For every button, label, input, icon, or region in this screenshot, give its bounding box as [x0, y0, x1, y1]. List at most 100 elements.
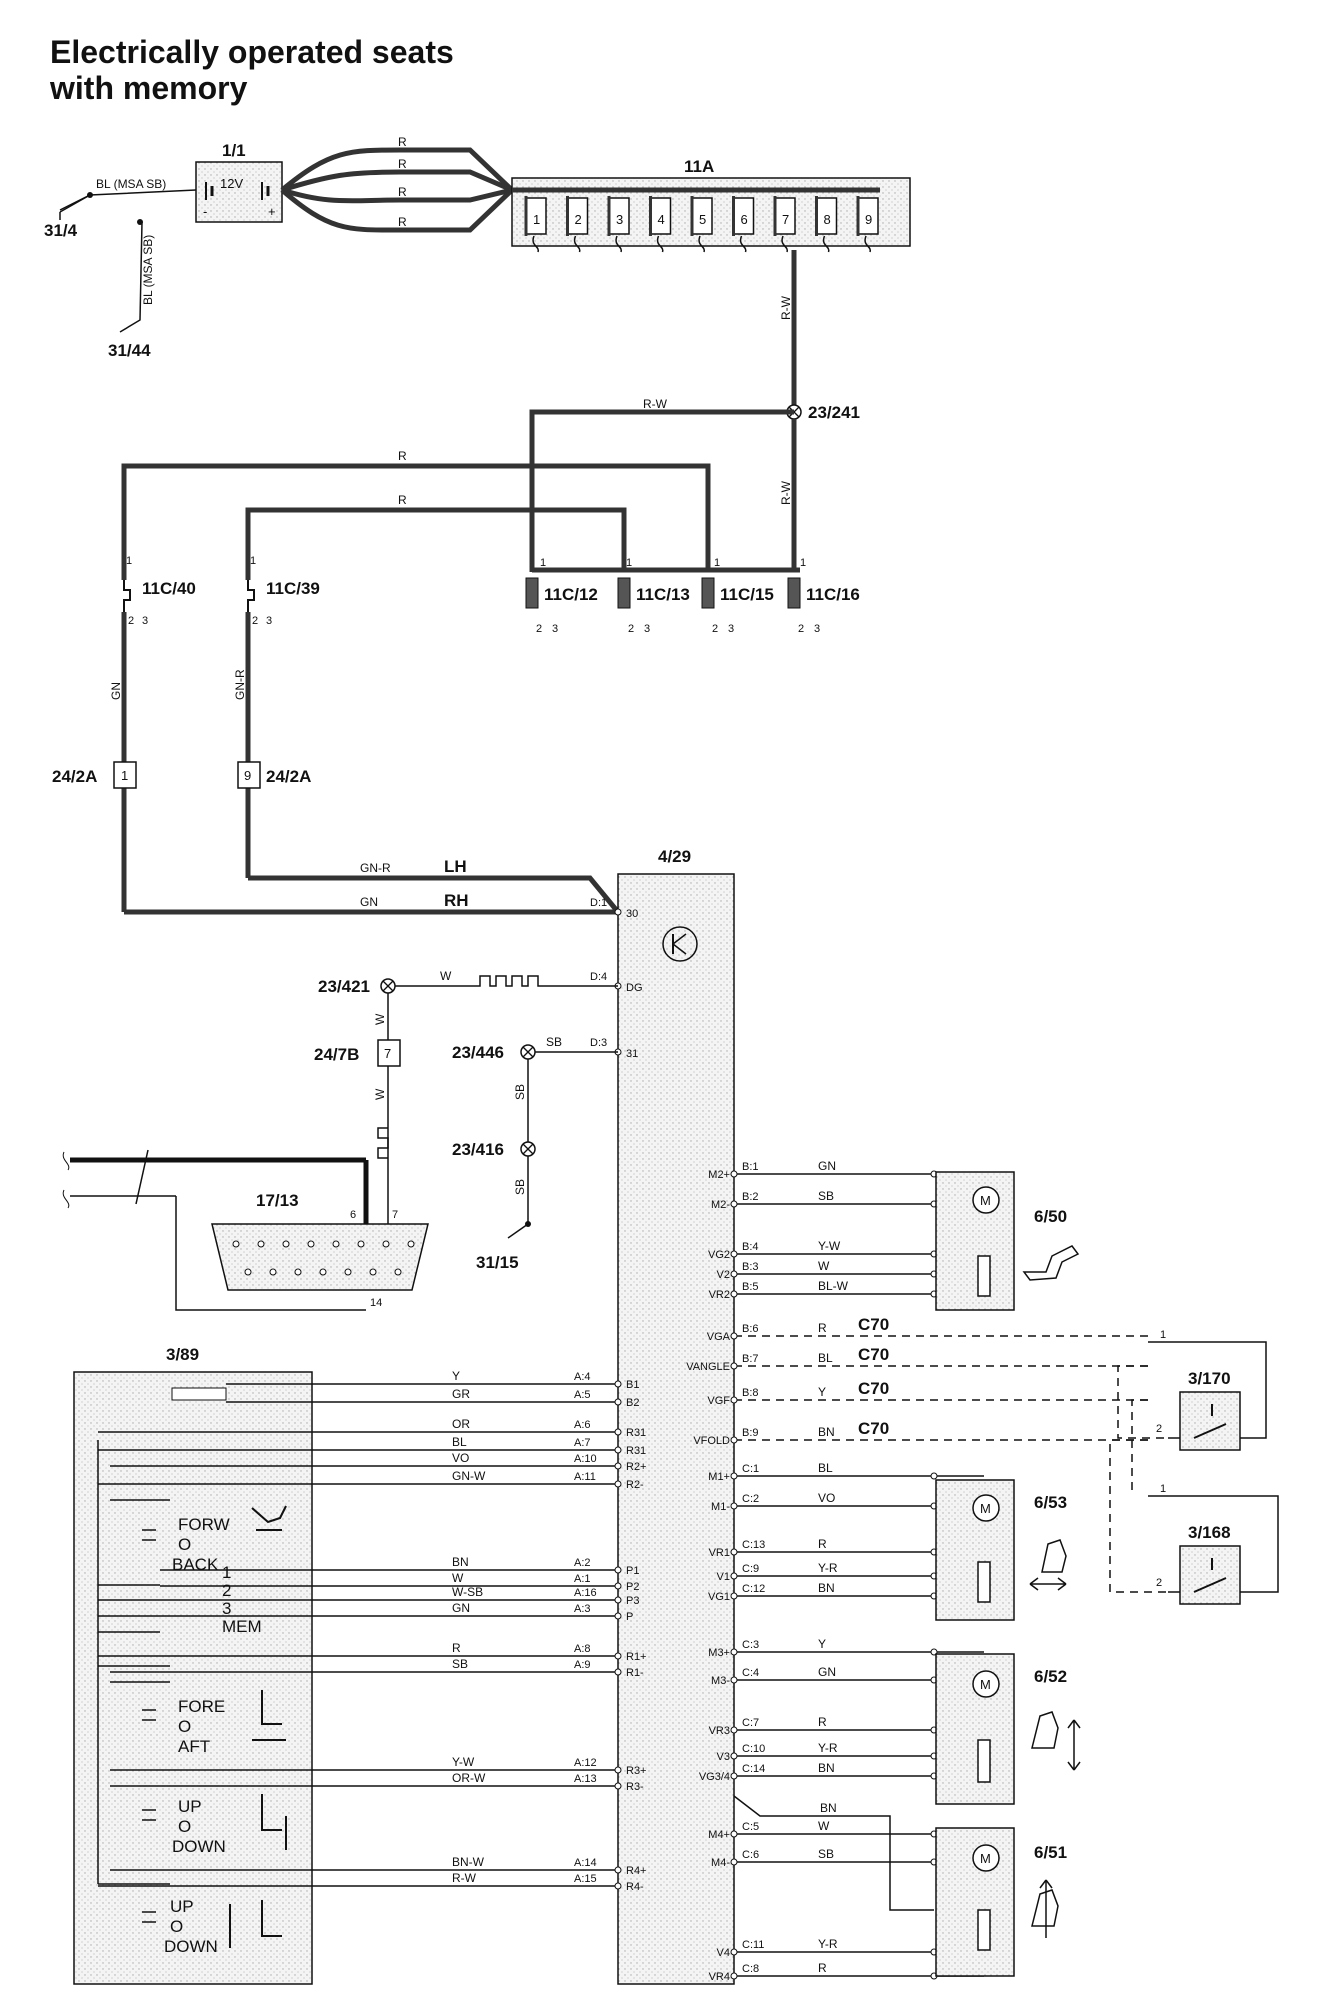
wire-color: W — [818, 1259, 830, 1273]
wire-color: Y-W — [818, 1239, 841, 1253]
diag-socket-pin — [344, 1268, 352, 1276]
diag-socket-pin — [232, 1240, 240, 1248]
module-pin-id: A:9 — [574, 1659, 591, 1671]
diag-pin-7: 7 — [392, 1209, 398, 1221]
module-pin-id: A:13 — [574, 1773, 597, 1785]
wire-color: R — [818, 1537, 827, 1551]
switch-up-down-2[interactable]: UP O DOWN — [164, 1897, 282, 1956]
diag-socket-pin — [407, 1240, 415, 1248]
mem-label: MEM — [222, 1617, 262, 1636]
wire-rw-1: R-W — [779, 295, 793, 320]
module-pin-name: R1- — [626, 1667, 644, 1679]
pin-num: 1 — [714, 557, 720, 569]
wire-color: BL — [818, 1461, 833, 1475]
motor-6-53-label: 6/53 — [1034, 1493, 1067, 1512]
connector-c70: C70 — [858, 1315, 889, 1334]
wire-color: BN — [818, 1581, 835, 1595]
motor-6-52: M 6/52 — [935, 1653, 1081, 1805]
wire-w-1: W — [440, 969, 452, 983]
memory-buttons[interactable]: 1 2 3 MEM — [222, 1563, 262, 1636]
fuse-11c-12-label: 11C/12 — [544, 585, 598, 604]
module-pin-id: A:6 — [574, 1419, 591, 1431]
switch-panel-3-89: 3/89 — [73, 1345, 313, 1985]
fuse-number: 5 — [699, 212, 706, 227]
module-pin-name: R3+ — [626, 1765, 647, 1777]
module-pin-name: M3- — [711, 1675, 730, 1687]
switch-o-label: O — [178, 1817, 191, 1836]
wire-color: VO — [452, 1451, 469, 1465]
module-pin-name: R31 — [626, 1427, 646, 1439]
module-pin-id: C:10 — [742, 1743, 765, 1755]
wire-color: BN — [820, 1801, 837, 1815]
module-pin-id: B:7 — [742, 1353, 759, 1365]
sensor-3-170: 3/170 — [1179, 1369, 1241, 1451]
module-pin-name: V4 — [717, 1947, 730, 1959]
module-pin-name: P2 — [626, 1581, 639, 1593]
module-pin-name: VG1 — [708, 1591, 730, 1603]
fuse-11a-7: 7 — [773, 196, 796, 253]
module-pin-name: R31 — [626, 1445, 646, 1457]
fuse-11a-3: 3 — [607, 196, 630, 253]
module-pin-DG: D:4DG — [590, 971, 643, 994]
wire-bl-msa-sb-2: BL (MSA SB) — [141, 235, 155, 305]
module-pin-name: VANGLE — [686, 1361, 730, 1373]
bn-extra-wire — [733, 1795, 934, 1911]
motor-6-51-label: 6/51 — [1034, 1843, 1067, 1862]
module-pin-M1+: C:1M1+BL — [708, 1461, 984, 1483]
wire-color: Y — [818, 1385, 826, 1399]
module-pin-id: A:12 — [574, 1757, 597, 1769]
diag-ref: 17/13 — [256, 1191, 299, 1210]
module-pin-id: A:4 — [574, 1371, 591, 1383]
module-pin-name: P — [626, 1611, 633, 1623]
module-pin-name: M1- — [711, 1501, 730, 1513]
up-down-arrow-icon — [1067, 1719, 1081, 1771]
switch-fore-label: FORE — [178, 1697, 225, 1716]
module-pin-id: B:8 — [742, 1387, 759, 1399]
wire-color: BN — [818, 1761, 835, 1775]
wire-r-6: R — [398, 493, 407, 507]
module-pin-name: M1+ — [708, 1471, 730, 1483]
fuse-11a-4: 4 — [649, 196, 672, 253]
wire-color: Y-R — [818, 1741, 838, 1755]
splice-23-421: 23/421 — [318, 977, 396, 996]
switch-forw-back[interactable]: FORW O BACK — [172, 1505, 287, 1574]
module-pin-name: M2- — [711, 1199, 730, 1211]
module-pin-name: VR4 — [709, 1971, 730, 1983]
seat-height-icon — [261, 1794, 287, 1850]
pin-num: 3 — [552, 623, 558, 635]
pin-num: 2 — [798, 623, 804, 635]
diag-socket-pin — [257, 1240, 265, 1248]
sensor-dashed-wire — [1131, 1399, 1148, 1496]
module-pin-id: C:12 — [742, 1583, 765, 1595]
motor-m: M — [980, 1501, 991, 1516]
module-pin-name: VR2 — [709, 1289, 730, 1301]
wire-color: W — [818, 1819, 830, 1833]
module-pin-name: M4- — [711, 1857, 730, 1869]
module-pin-id: C:2 — [742, 1493, 759, 1505]
seat-backrest-icon — [251, 1505, 287, 1531]
wire-color: Y-W — [452, 1755, 475, 1769]
switch-up-down-1[interactable]: UP O DOWN — [172, 1794, 287, 1856]
module-pin-name: VG3/4 — [699, 1771, 730, 1783]
seat-slide-icon — [252, 1690, 286, 1741]
conn-pin: 9 — [244, 768, 251, 783]
motor-m: M — [980, 1677, 991, 1692]
module-pin-name: VGF — [707, 1395, 730, 1407]
module-pin-id: B:6 — [742, 1323, 759, 1335]
battery-ref: 1/1 — [222, 141, 246, 160]
wire-color: BN-W — [452, 1855, 485, 1869]
pin-num: 2 — [536, 623, 542, 635]
module-pin-id: A:5 — [574, 1389, 591, 1401]
connector-c70: C70 — [858, 1419, 889, 1438]
switch-fore-aft[interactable]: FORE O AFT — [178, 1690, 286, 1756]
splice-23-416-label: 23/416 — [452, 1140, 504, 1159]
battery-voltage: 12V — [220, 176, 243, 191]
splice-23-421-label: 23/421 — [318, 977, 370, 996]
switch-back-label: BACK — [172, 1555, 219, 1574]
fusebox-ref: 11A — [684, 157, 714, 176]
splice-23-446: 23/446 — [452, 1043, 536, 1062]
